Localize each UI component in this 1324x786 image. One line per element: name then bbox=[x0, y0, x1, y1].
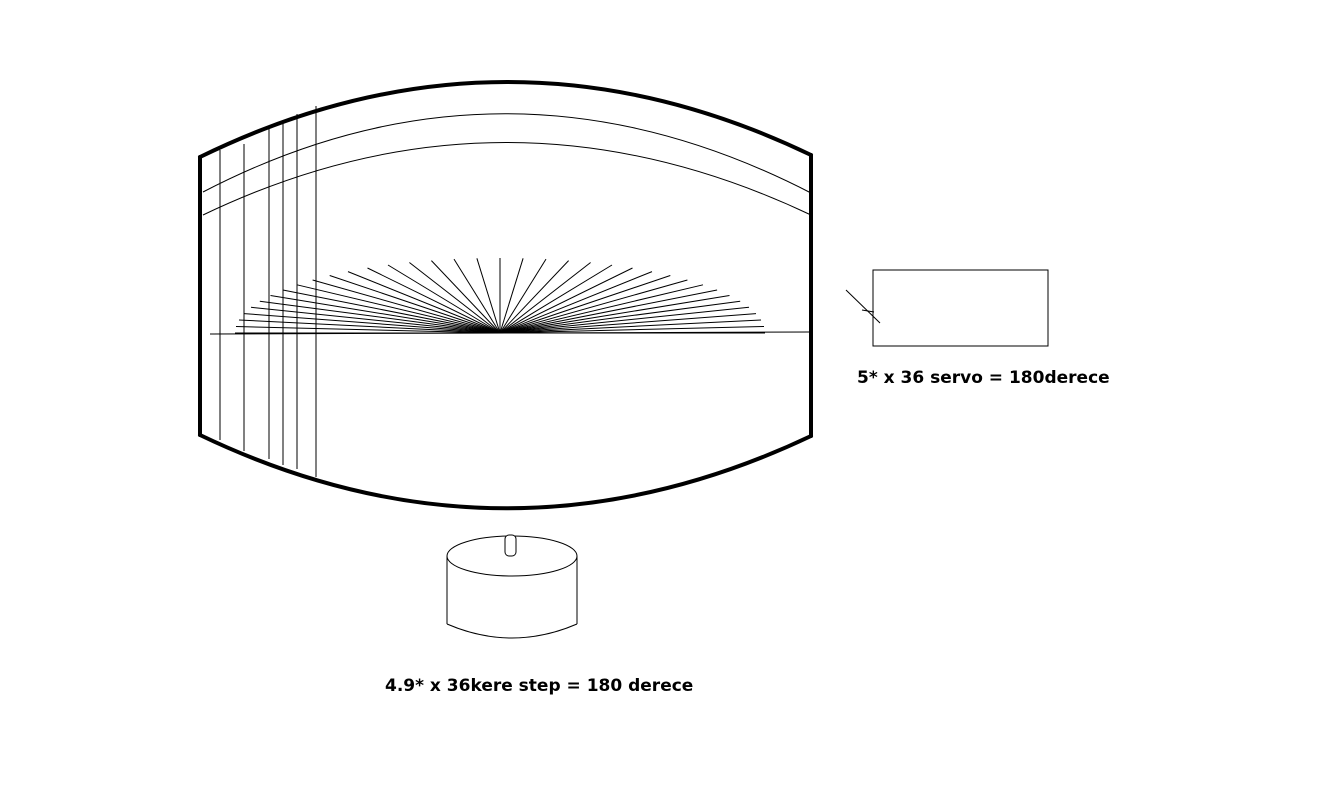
sweep-ray bbox=[499, 262, 591, 334]
stepper-motor bbox=[446, 534, 578, 639]
sweep-ray bbox=[499, 275, 671, 334]
servo-arm-tick bbox=[861, 309, 875, 313]
sweep-ray bbox=[235, 326, 501, 334]
servo-motor bbox=[845, 269, 1049, 347]
sweep-ray bbox=[499, 258, 524, 334]
sweep-ray bbox=[499, 271, 653, 334]
servo-box bbox=[872, 269, 1049, 347]
sweep-ray bbox=[270, 295, 501, 334]
stepper-bottom-edge bbox=[446, 623, 578, 639]
dome-frame bbox=[198, 80, 813, 511]
sweep-ray bbox=[259, 300, 501, 334]
sweep-ray bbox=[250, 306, 501, 334]
sweep-ray bbox=[476, 258, 501, 334]
servo-caption: 5* x 36 servo = 180derece bbox=[857, 368, 1110, 388]
servo-arm bbox=[845, 289, 881, 324]
stepper-shaft bbox=[504, 534, 517, 557]
servo-sweep-fan bbox=[235, 258, 765, 334]
sweep-ray bbox=[499, 279, 688, 334]
sweep-ray bbox=[282, 289, 501, 334]
inner-arc-lower bbox=[202, 142, 812, 216]
sweep-ray bbox=[499, 319, 762, 334]
sweep-ray bbox=[387, 264, 501, 334]
sweep-ray bbox=[499, 258, 547, 334]
sweep-ray bbox=[329, 275, 501, 334]
vertical-scan-lines bbox=[219, 106, 317, 477]
sweep-ray bbox=[499, 300, 741, 334]
sweep-ray bbox=[499, 267, 633, 334]
sweep-ray bbox=[499, 264, 613, 334]
sweep-ray bbox=[238, 319, 501, 334]
stepper-caption: 4.9* x 36kere step = 180 derece bbox=[385, 676, 694, 696]
sweep-ray bbox=[243, 313, 501, 334]
sweep-ray bbox=[499, 295, 730, 334]
inner-arcs bbox=[202, 113, 812, 216]
dome-bottom-edge bbox=[198, 433, 813, 511]
dome-top-edge bbox=[198, 80, 813, 159]
sweep-ray bbox=[499, 289, 718, 334]
sweep-ray bbox=[499, 284, 704, 334]
sweep-ray bbox=[409, 262, 501, 334]
sweep-ray bbox=[453, 258, 501, 334]
sweep-ray bbox=[499, 260, 569, 334]
inner-arc-upper bbox=[202, 113, 812, 194]
sweep-ray bbox=[296, 284, 501, 334]
sweep-ray bbox=[431, 260, 501, 334]
sweep-ray bbox=[499, 313, 757, 334]
sweep-ray bbox=[347, 271, 501, 334]
sweep-ray bbox=[499, 326, 765, 334]
sweep-ray bbox=[367, 267, 501, 334]
sweep-ray bbox=[312, 279, 501, 334]
sweep-ray bbox=[499, 306, 750, 334]
